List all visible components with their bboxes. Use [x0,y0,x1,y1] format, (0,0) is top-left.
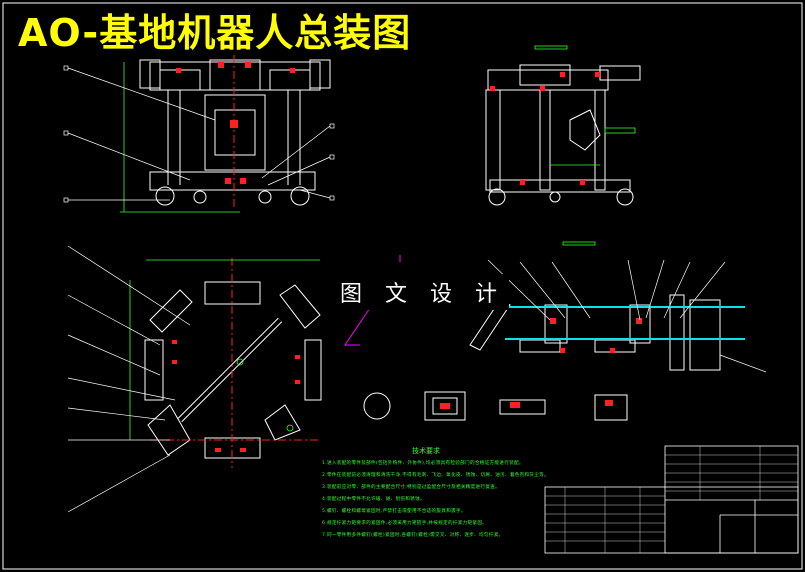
watermark: 图 文 设 计 [336,274,509,310]
front-view [139,59,331,206]
title-block-grid [545,446,798,553]
side-view [485,64,641,206]
side-view-green [534,45,636,166]
requirement-note: 3.装配前应对零、部件的主要配合尺寸,特别是过盈配合尺寸及相关精度进行复查。 [322,485,501,490]
requirement-note: 2.零件在装配前必须清理和清洗干净,不得有毛刺、飞边、氧化皮、锈蚀、切屑、油污、… [322,473,549,478]
top-view-dimension [129,259,320,440]
front-view-balloons [63,65,335,203]
section-view-leaders [487,259,767,373]
top-view [144,281,322,459]
requirement-note: 1.进入装配的零件及部件(包括外购件、外协件),均必须具有检验部门的合格证方能进… [322,461,524,466]
front-view-leaders [67,67,331,201]
top-view-leaders [67,245,191,513]
section-view-red-parts [550,318,642,353]
requirement-note: 7.同一零件用多件螺钉(螺栓)紧固时,各螺钉(螺栓)需交叉、对称、逐步、均匀拧紧… [322,533,504,538]
detail-views [363,391,628,421]
top-view-red-parts [172,340,300,452]
section-marker [562,241,596,246]
requirement-note: 5.螺钉、螺栓和螺母紧固时,严禁打击或使用不合适的旋具和扳手。 [322,509,466,514]
section-view [469,294,721,371]
title-block [544,445,799,554]
drawing-title: AO-基地机器人总装图 [18,11,412,55]
requirement-note: 6.规定拧紧力矩要求的紧固件,必须采用力矩扳手,并按规定的拧紧力矩紧固。 [322,521,488,526]
requirement-note: 4.装配过程中零件不允许磕、碰、划伤和锈蚀。 [322,497,425,502]
technical-requirements-title: 技术要求 [412,447,440,455]
front-view-dimension [120,62,240,213]
section-view-cyan [505,306,745,340]
front-view-red-parts [176,62,295,184]
side-view-red-parts [490,72,600,185]
detail-red [440,400,613,409]
